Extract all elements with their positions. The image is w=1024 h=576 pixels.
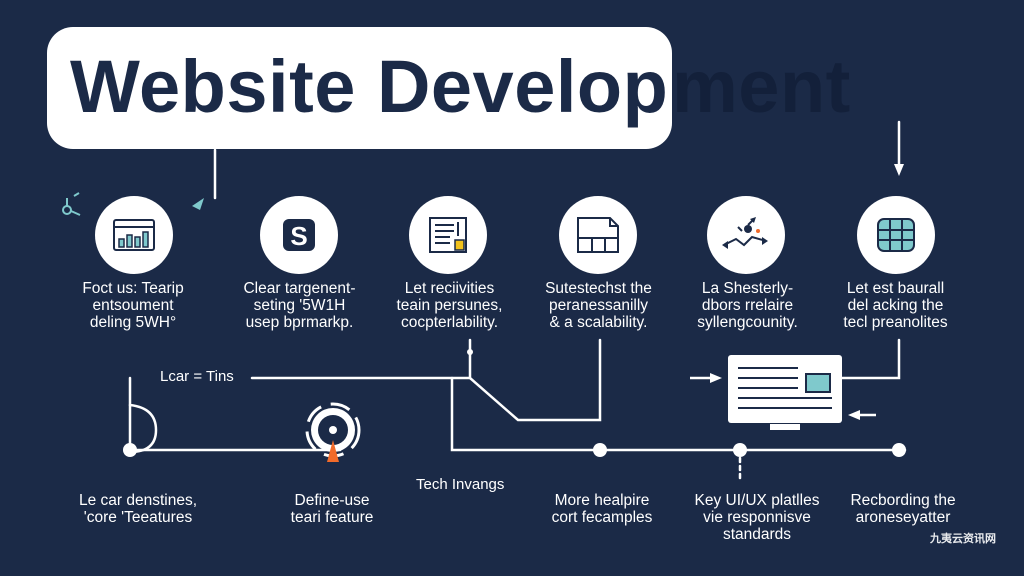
left-arrow-head: [710, 373, 722, 383]
tech-label: Tech Invangs: [416, 476, 505, 493]
step-1-label: Foct us: Tearip entsoument deling 5WH°: [82, 280, 184, 331]
monitor-illustration: [728, 355, 842, 430]
title-card: [47, 27, 672, 149]
target-icon-illustration: [305, 402, 361, 462]
bottom-step-4-label: Key UI/UX platlles vie responnisve stand…: [694, 492, 820, 543]
step-4-circle: [559, 196, 637, 274]
bottom-step-5-label: Recbording the aroneseyatter: [850, 492, 956, 526]
down-arrow-head: [894, 164, 904, 176]
step3-step4-connector: [468, 338, 602, 422]
timeline-node-1: [123, 443, 137, 457]
network-arrows-icon: [722, 217, 768, 249]
step6-connector: [840, 338, 901, 380]
bottom-step-1-label: Le car denstines, 'core 'Teeatures: [78, 492, 198, 526]
step-2-label: Clear targenent- seting '5W1H usep bprma…: [243, 280, 356, 331]
watermark: 九夷云资讯网: [930, 533, 996, 545]
timeline-label: Lcar = Tins: [160, 368, 234, 385]
right-arrow-head: [848, 410, 860, 420]
document-icon: [429, 217, 467, 253]
page-title: Website Develop: [70, 45, 669, 128]
s-logo-icon: S: [283, 219, 315, 251]
step-2-circle: S: [260, 196, 338, 274]
svg-text:S: S: [290, 221, 307, 251]
bottom-step-3-label: More healpire cort fecamples: [551, 492, 653, 526]
step-6-label: Let est baurall del acking the tecl prea…: [843, 280, 948, 331]
step-6-circle: [857, 196, 935, 274]
timeline-node-2: [593, 443, 607, 457]
step-1-circle: [95, 196, 173, 274]
step-3-label: Let reciivities teain persunes, cocpterl…: [396, 280, 503, 331]
decor-node-icon: [62, 205, 72, 215]
step-5-circle: [707, 196, 785, 274]
chip-icon: [877, 218, 915, 252]
page-title-faded: ment: [672, 45, 851, 128]
step-5-label: La Shesterly- dbors rrelaire syllengcoun…: [697, 280, 798, 331]
step-4-label: Sutestechst the peranessanilly & a scala…: [545, 280, 652, 331]
chart-window-icon: [113, 219, 155, 251]
timeline-node-3: [733, 443, 747, 457]
decor-pointer-icon: [192, 198, 204, 210]
bottom-step-2-label: Define-use teari feature: [290, 492, 374, 526]
step-3-circle: [409, 196, 487, 274]
timeline-node-4: [892, 443, 906, 457]
bottom-timeline-right: [450, 376, 907, 452]
layout-icon: [577, 217, 619, 253]
